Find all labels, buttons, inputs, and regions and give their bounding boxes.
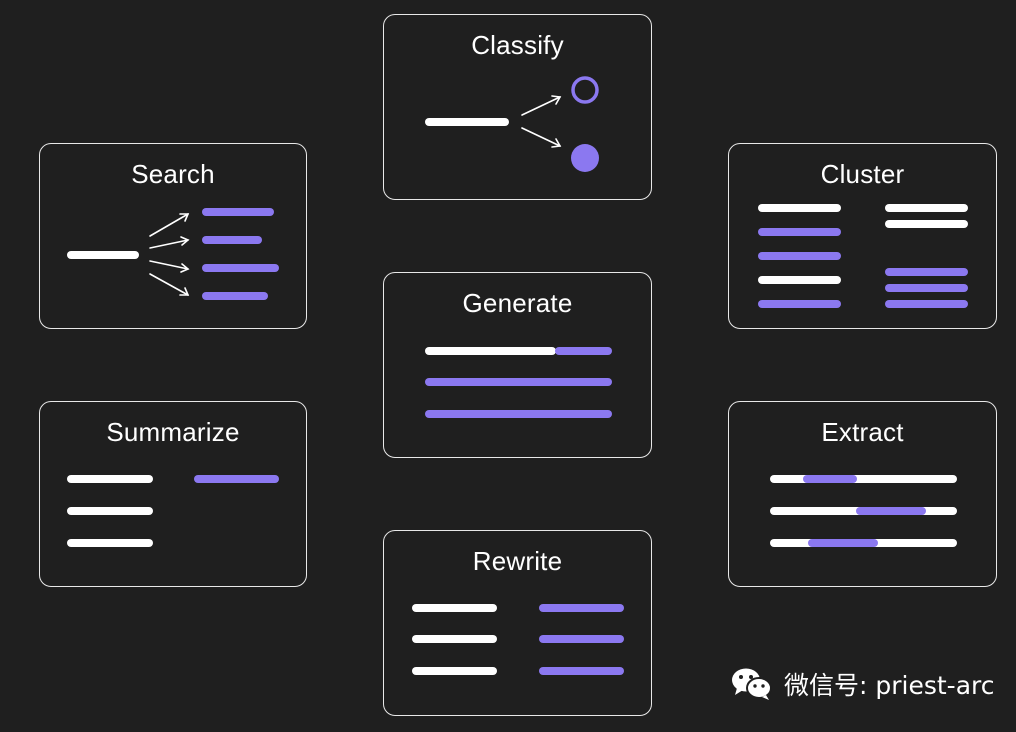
class-filled-circle [571,144,599,172]
card-title-rewrite: Rewrite [472,546,563,576]
card-title-generate: Generate [462,288,573,318]
summarize-illustration [67,475,279,547]
classify-illustration [425,76,599,172]
card-title-summarize: Summarize [106,417,240,447]
extract-card: Extract [728,401,997,587]
wechat-icon [732,668,772,700]
rewrite-card: Rewrite [383,530,652,716]
classify-arrows [521,95,562,148]
card-title-classify: Classify [471,30,564,60]
card-title-search: Search [131,159,215,189]
search-arrows [149,213,190,296]
summarize-card: Summarize [39,401,307,587]
classify-card: Classify [383,14,652,200]
generate-illustration [425,347,612,418]
rewrite-illustration [412,604,624,675]
card-title-cluster: Cluster [820,159,905,189]
generate-card: Generate [383,272,652,458]
search-card: Search [39,143,307,329]
cluster-illustration [758,204,968,308]
extract-illustration [770,475,957,547]
class-empty-circle [571,76,599,104]
cluster-card: Cluster [728,143,997,329]
watermark-text: 微信号: priest-arc [784,671,995,700]
watermark: 微信号: priest-arc [730,664,995,704]
card-title-extract: Extract [821,417,904,447]
search-illustration [67,208,279,300]
